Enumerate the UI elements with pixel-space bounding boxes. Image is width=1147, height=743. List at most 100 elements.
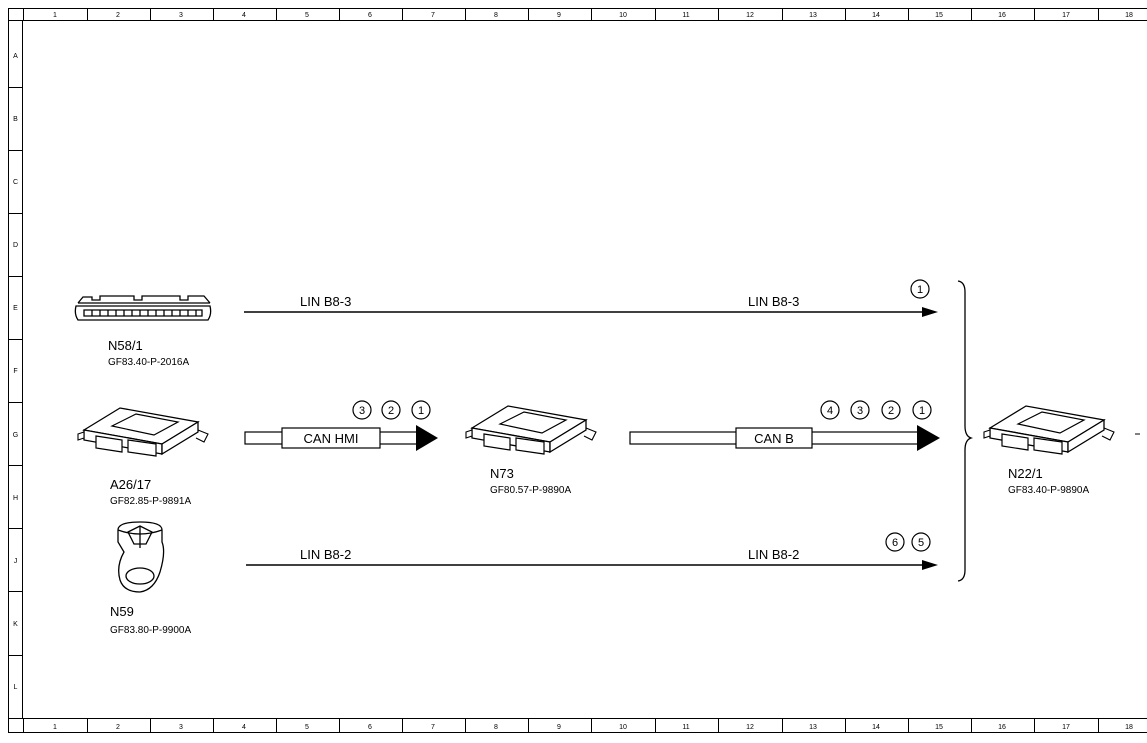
column-ticks-bottom bbox=[23, 718, 1099, 733]
grouping-brace bbox=[957, 280, 974, 582]
svg-text:1: 1 bbox=[919, 405, 925, 417]
column-label: 10 bbox=[619, 724, 627, 731]
bus-label: CAN HMI bbox=[304, 431, 359, 446]
column-label: 18 bbox=[1125, 12, 1133, 19]
column-label: 17 bbox=[1062, 12, 1070, 19]
row-label: D bbox=[13, 242, 18, 249]
column-label: 18 bbox=[1125, 724, 1133, 731]
row-label: F bbox=[13, 368, 17, 375]
signal-label-start: LIN B8-3 bbox=[300, 294, 351, 309]
badge: 1 bbox=[912, 400, 932, 420]
diagram-frame bbox=[8, 8, 1147, 733]
row-label: L bbox=[14, 684, 18, 691]
svg-text:4: 4 bbox=[827, 405, 833, 417]
connection-can-b: CAN B 4 3 2 1 bbox=[629, 400, 940, 451]
row-label: C bbox=[13, 179, 18, 186]
column-label: 9 bbox=[557, 724, 561, 731]
column-label: 11 bbox=[682, 724, 689, 731]
column-label: 13 bbox=[809, 12, 817, 19]
column-label: 16 bbox=[998, 724, 1006, 731]
row-labels: A B C D E F G H J K L bbox=[13, 53, 18, 691]
column-labels-top: 1 2 3 4 5 6 7 8 9 10 11 12 13 14 15 16 1… bbox=[53, 12, 1133, 19]
column-label: 2 bbox=[116, 12, 120, 19]
svg-text:3: 3 bbox=[857, 405, 863, 417]
column-label: 8 bbox=[494, 724, 498, 731]
svg-text:2: 2 bbox=[888, 405, 894, 417]
component-n59: N59 GF83.80-P-9900A bbox=[110, 521, 191, 636]
row-label: B bbox=[13, 116, 18, 123]
bus-label: CAN B bbox=[754, 431, 794, 446]
badge: 3 bbox=[352, 400, 372, 420]
component-name: A26/17 bbox=[110, 477, 151, 492]
column-label: 8 bbox=[494, 12, 498, 19]
signal-label-end: LIN B8-2 bbox=[748, 547, 799, 562]
column-label: 1 bbox=[53, 724, 57, 731]
bus-label-box bbox=[735, 427, 813, 449]
control-unit-icon bbox=[983, 405, 1115, 455]
row-label: K bbox=[13, 621, 18, 628]
component-n58-1: N58/1 GF83.40-P-2016A bbox=[74, 295, 212, 368]
badge: 2 bbox=[381, 400, 401, 420]
svg-text:6: 6 bbox=[892, 537, 898, 549]
component-reference: GF83.80-P-9900A bbox=[110, 625, 191, 636]
svg-text:1: 1 bbox=[418, 405, 424, 417]
column-label: 6 bbox=[368, 724, 372, 731]
svg-text:5: 5 bbox=[918, 537, 924, 549]
arrow-head bbox=[922, 560, 938, 570]
column-labels-bottom: 1 2 3 4 5 6 7 8 9 10 11 12 13 14 15 16 1… bbox=[53, 724, 1133, 731]
badge: 5 bbox=[911, 532, 931, 552]
arrow-head bbox=[922, 307, 938, 317]
column-label: 3 bbox=[179, 12, 183, 19]
column-label: 16 bbox=[998, 12, 1006, 19]
connector-strip-icon bbox=[74, 295, 212, 321]
column-label: 7 bbox=[431, 724, 435, 731]
column-label: 5 bbox=[305, 724, 309, 731]
component-n73: N73 GF80.57-P-9890A bbox=[465, 405, 597, 496]
column-label: 12 bbox=[746, 12, 754, 19]
component-reference: GF82.85-P-9891A bbox=[110, 496, 191, 507]
column-label: 14 bbox=[872, 724, 880, 731]
svg-text:2: 2 bbox=[388, 405, 394, 417]
row-label: A bbox=[13, 53, 18, 60]
badge: 6 bbox=[885, 532, 905, 552]
svg-text:1: 1 bbox=[917, 284, 923, 296]
badge: 2 bbox=[881, 400, 901, 420]
component-reference: GF83.40-P-2016A bbox=[108, 357, 189, 368]
column-label: 17 bbox=[1062, 724, 1070, 731]
column-label: 4 bbox=[242, 724, 246, 731]
component-a26-17: A26/17 GF82.85-P-9891A bbox=[77, 407, 209, 507]
component-reference: GF83.40-P-9890A bbox=[1008, 485, 1089, 496]
rotary-knob-icon bbox=[117, 521, 165, 593]
arrow-head bbox=[416, 425, 438, 451]
svg-text:3: 3 bbox=[359, 405, 365, 417]
column-ticks-top bbox=[23, 8, 1099, 21]
bus-label-box bbox=[281, 427, 381, 449]
arrow-head bbox=[917, 425, 940, 451]
control-unit-icon bbox=[77, 407, 209, 457]
column-label: 14 bbox=[872, 12, 880, 19]
row-label: G bbox=[13, 432, 18, 439]
badge: 1 bbox=[910, 279, 930, 299]
column-label: 15 bbox=[935, 12, 943, 19]
component-name: N22/1 bbox=[1008, 466, 1043, 481]
component-name: N58/1 bbox=[108, 338, 143, 353]
column-label: 9 bbox=[557, 12, 561, 19]
column-label: 15 bbox=[935, 724, 943, 731]
column-label: 13 bbox=[809, 724, 817, 731]
component-n22-1: N22/1 GF83.40-P-9890A bbox=[983, 405, 1140, 496]
row-label: H bbox=[13, 495, 18, 502]
column-label: 6 bbox=[368, 12, 372, 19]
column-label: 7 bbox=[431, 12, 435, 19]
badge: 3 bbox=[850, 400, 870, 420]
component-reference: GF80.57-P-9890A bbox=[490, 485, 571, 496]
column-label: 11 bbox=[682, 12, 689, 19]
row-label: E bbox=[13, 305, 18, 312]
connection-can-hmi: CAN HMI 3 2 1 bbox=[244, 400, 438, 451]
column-label: 5 bbox=[305, 12, 309, 19]
control-unit-icon bbox=[465, 405, 597, 455]
connection-lin-b8-3: LIN B8-3 LIN B8-3 1 bbox=[244, 279, 938, 317]
badge: 4 bbox=[820, 400, 840, 420]
column-label: 12 bbox=[746, 724, 754, 731]
row-ticks bbox=[8, 87, 23, 656]
